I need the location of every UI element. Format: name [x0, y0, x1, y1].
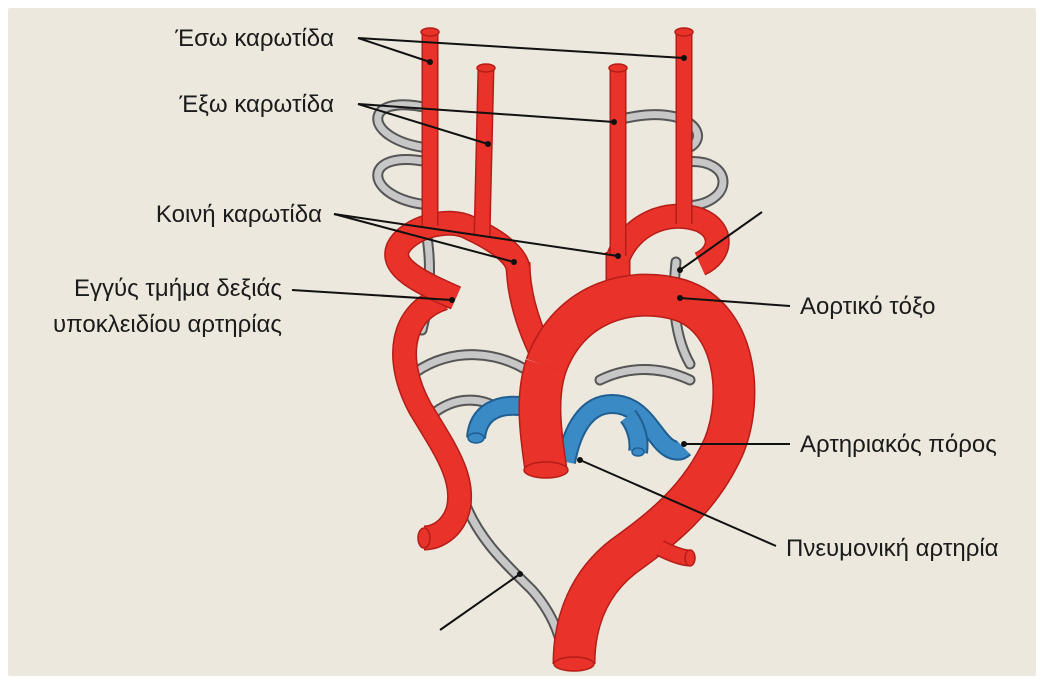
internal-carotid-right-end	[675, 28, 693, 36]
label-aortic-arch: Αορτικό τόξο	[800, 293, 935, 320]
external-carotid-right-end	[609, 64, 627, 72]
internal-carotid-left-end	[421, 28, 439, 36]
label-internal-carotid: Έσω καρωτίδα	[174, 25, 334, 52]
right-pulmonary-branch-end	[632, 448, 644, 456]
small-branch-end	[685, 550, 695, 566]
label-external-carotid: Έξω καρωτίδα	[178, 91, 334, 118]
label-common-carotid: Κοινή καρωτίδα	[156, 201, 322, 228]
left-pulmonary-branch-end	[468, 433, 484, 443]
label-proximal-right-subclavian-line2: υποκλειδίου αρτηρίας	[53, 311, 282, 338]
ascending-aorta-end	[524, 462, 568, 478]
right-subclavian-end	[418, 528, 430, 548]
label-proximal-right-subclavian-line1: Εγγύς τμήμα δεξιάς	[74, 275, 282, 302]
label-pulmonary-artery: Πνευμονική αρτηρία	[786, 535, 999, 562]
external-carotid-left-end	[477, 64, 495, 72]
descending-aorta-end	[554, 657, 594, 671]
label-ductus-arteriosus: Αρτηριακός πόρος	[800, 431, 997, 458]
